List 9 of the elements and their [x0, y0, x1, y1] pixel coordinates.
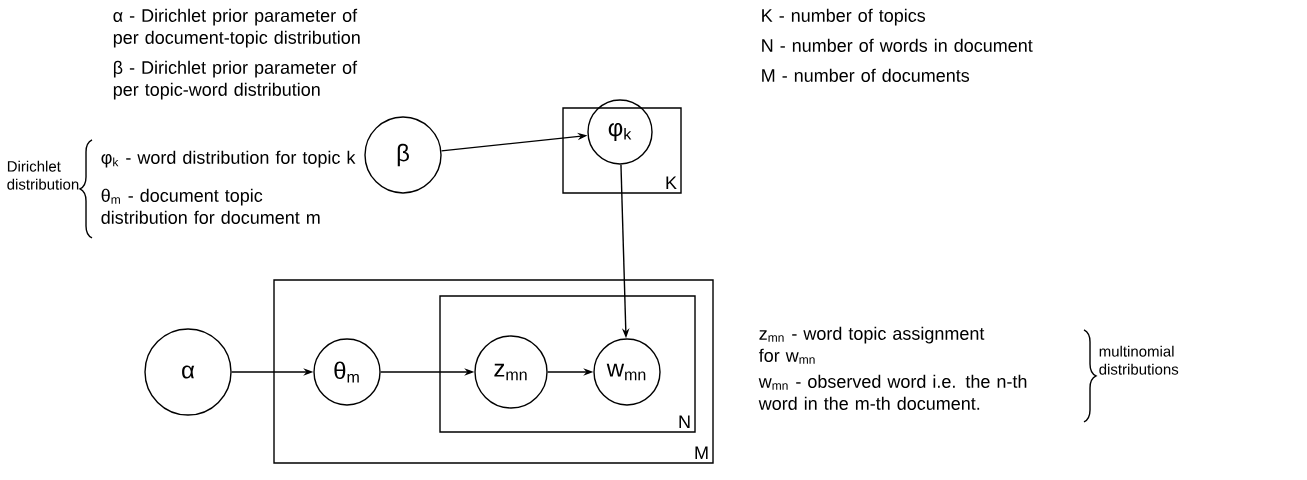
note-text: θ$_{m}$ - document topic distribution for document m: [101, 188, 320, 224]
note-text: M - number of documents: [762, 68, 970, 82]
note-text: α - Dirichlet prior parameter of per document-topic distribution: [113, 8, 360, 48]
note-text: K - number of topics: [762, 8, 926, 26]
note-text: w$_{mn}$ - observed word i.e. the n-th word in the m-th document.: [758, 374, 1027, 410]
note-text: N - number of words in document: [762, 38, 1033, 52]
note-text: multinomial distributions: [1099, 345, 1179, 375]
note-text: β - Dirichlet prior parameter of per topic-word distribution: [113, 60, 358, 100]
note-text: Dirichlet distribution: [7, 160, 79, 190]
